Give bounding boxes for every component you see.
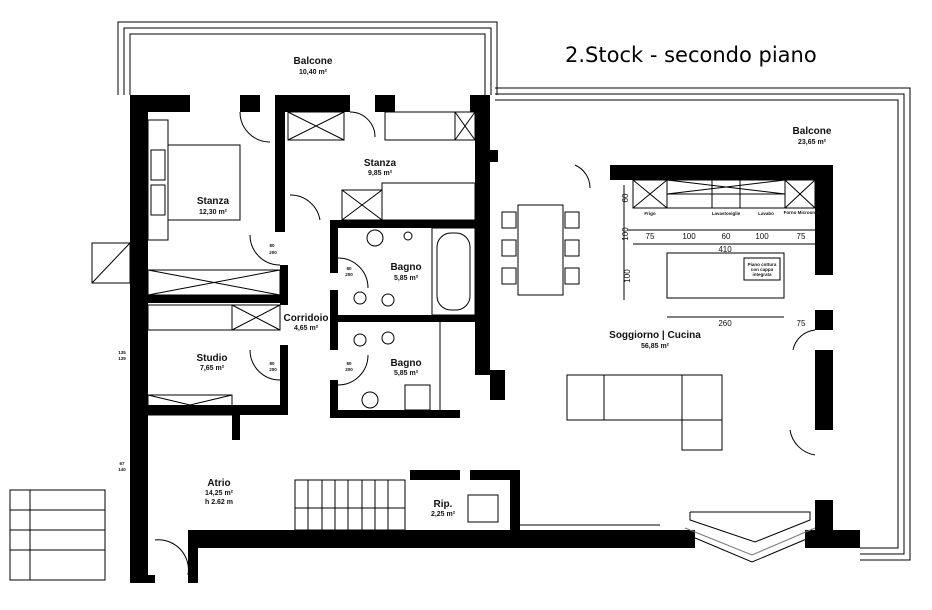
room-stanza2-area: 9,85 m²: [368, 170, 393, 177]
dim-total: 410: [718, 245, 732, 254]
cooktop-label-3: integrata: [752, 272, 772, 277]
dim-island-length: 260: [718, 319, 732, 328]
room-stanza2-name: Stanza: [364, 158, 397, 169]
chimney: [91, 242, 131, 284]
room-bagno2-area: 5,85 m²: [394, 370, 419, 377]
door-height: 200: [269, 250, 277, 255]
room-stanza1-name: Stanza: [197, 196, 230, 207]
window-atrio-height: 140: [118, 467, 126, 472]
room-corridoio-area: 4,65 m²: [294, 325, 319, 332]
room-bagno2-name: Bagno: [390, 358, 421, 369]
dim-segment-5: 75: [797, 232, 806, 241]
door-width: 80: [269, 243, 275, 248]
cooktop-label-1: Piano cottura: [748, 262, 777, 267]
window-studio-height: 139: [118, 356, 126, 361]
external-stairs: [9, 489, 106, 581]
room-studio-area: 7,65 m²: [200, 365, 225, 372]
walls: [130, 95, 860, 583]
balcony-right-railing: [495, 87, 911, 561]
room-bagno1-name: Bagno: [390, 262, 421, 273]
room-corridoio-name: Corridoio: [284, 313, 329, 324]
room-bagno1-area: 5,85 m²: [394, 275, 419, 282]
furniture: [147, 111, 817, 563]
dim-depth: 60: [621, 193, 630, 202]
room-soggiorno-name: Soggiorno | Cucina: [609, 330, 701, 341]
label-lavastoviglie: Lavastoviglie: [712, 211, 741, 216]
doors: [154, 111, 816, 576]
door-width: 80: [269, 361, 275, 366]
room-balcone-right-area: 23,65 m²: [798, 139, 827, 146]
dim-gap: 100: [621, 227, 630, 241]
label-frigo: Frigo: [644, 211, 655, 216]
room-balcone-top-area: 10,40 m²: [299, 69, 328, 76]
room-stanza1-area: 12,30 m²: [199, 209, 228, 216]
room-atrio-name: Atrio: [207, 478, 230, 489]
label-forno-microonde: Forno Microonde: [784, 210, 821, 215]
dim-segment-4: 100: [755, 232, 769, 241]
room-atrio-area: 14,25 m²: [205, 490, 234, 497]
door-width: 80: [346, 266, 352, 271]
room-soggiorno-area: 56,85 m²: [641, 343, 670, 350]
dim-segment-1: 75: [646, 232, 655, 241]
plan-title: 2.Stock - secondo piano: [565, 43, 817, 67]
door-dimensions: 80 200 80 200 80 200 80 200 135 139 67 1…: [118, 243, 353, 472]
room-atrio-height: h 2.62 m: [205, 499, 233, 506]
cooktop-label-2: con cappa: [751, 267, 774, 272]
window-studio-width: 135: [118, 350, 126, 355]
dim-segment-3: 60: [722, 232, 731, 241]
room-rip-name: Rip.: [434, 499, 453, 510]
room-balcone-top-name: Balcone: [294, 56, 333, 67]
dim-island-depth: 100: [623, 269, 632, 283]
window-atrio-width: 67: [119, 461, 125, 466]
door-height: 200: [269, 367, 277, 372]
balcony-top-railing: [117, 21, 498, 95]
dim-segment-2: 100: [682, 232, 696, 241]
room-balcone-right-name: Balcone: [793, 126, 832, 137]
kitchen-dimensions: Frigo Lavastoviglie Lavabo Forno Microon…: [621, 185, 821, 328]
label-lavabo: Lavabo: [758, 211, 774, 216]
door-height: 200: [345, 367, 353, 372]
room-rip-area: 2,25 m²: [431, 511, 456, 518]
dim-island-offset: 75: [797, 319, 806, 328]
door-width: 80: [346, 361, 352, 366]
room-studio-name: Studio: [196, 353, 227, 364]
door-height: 200: [345, 272, 353, 277]
